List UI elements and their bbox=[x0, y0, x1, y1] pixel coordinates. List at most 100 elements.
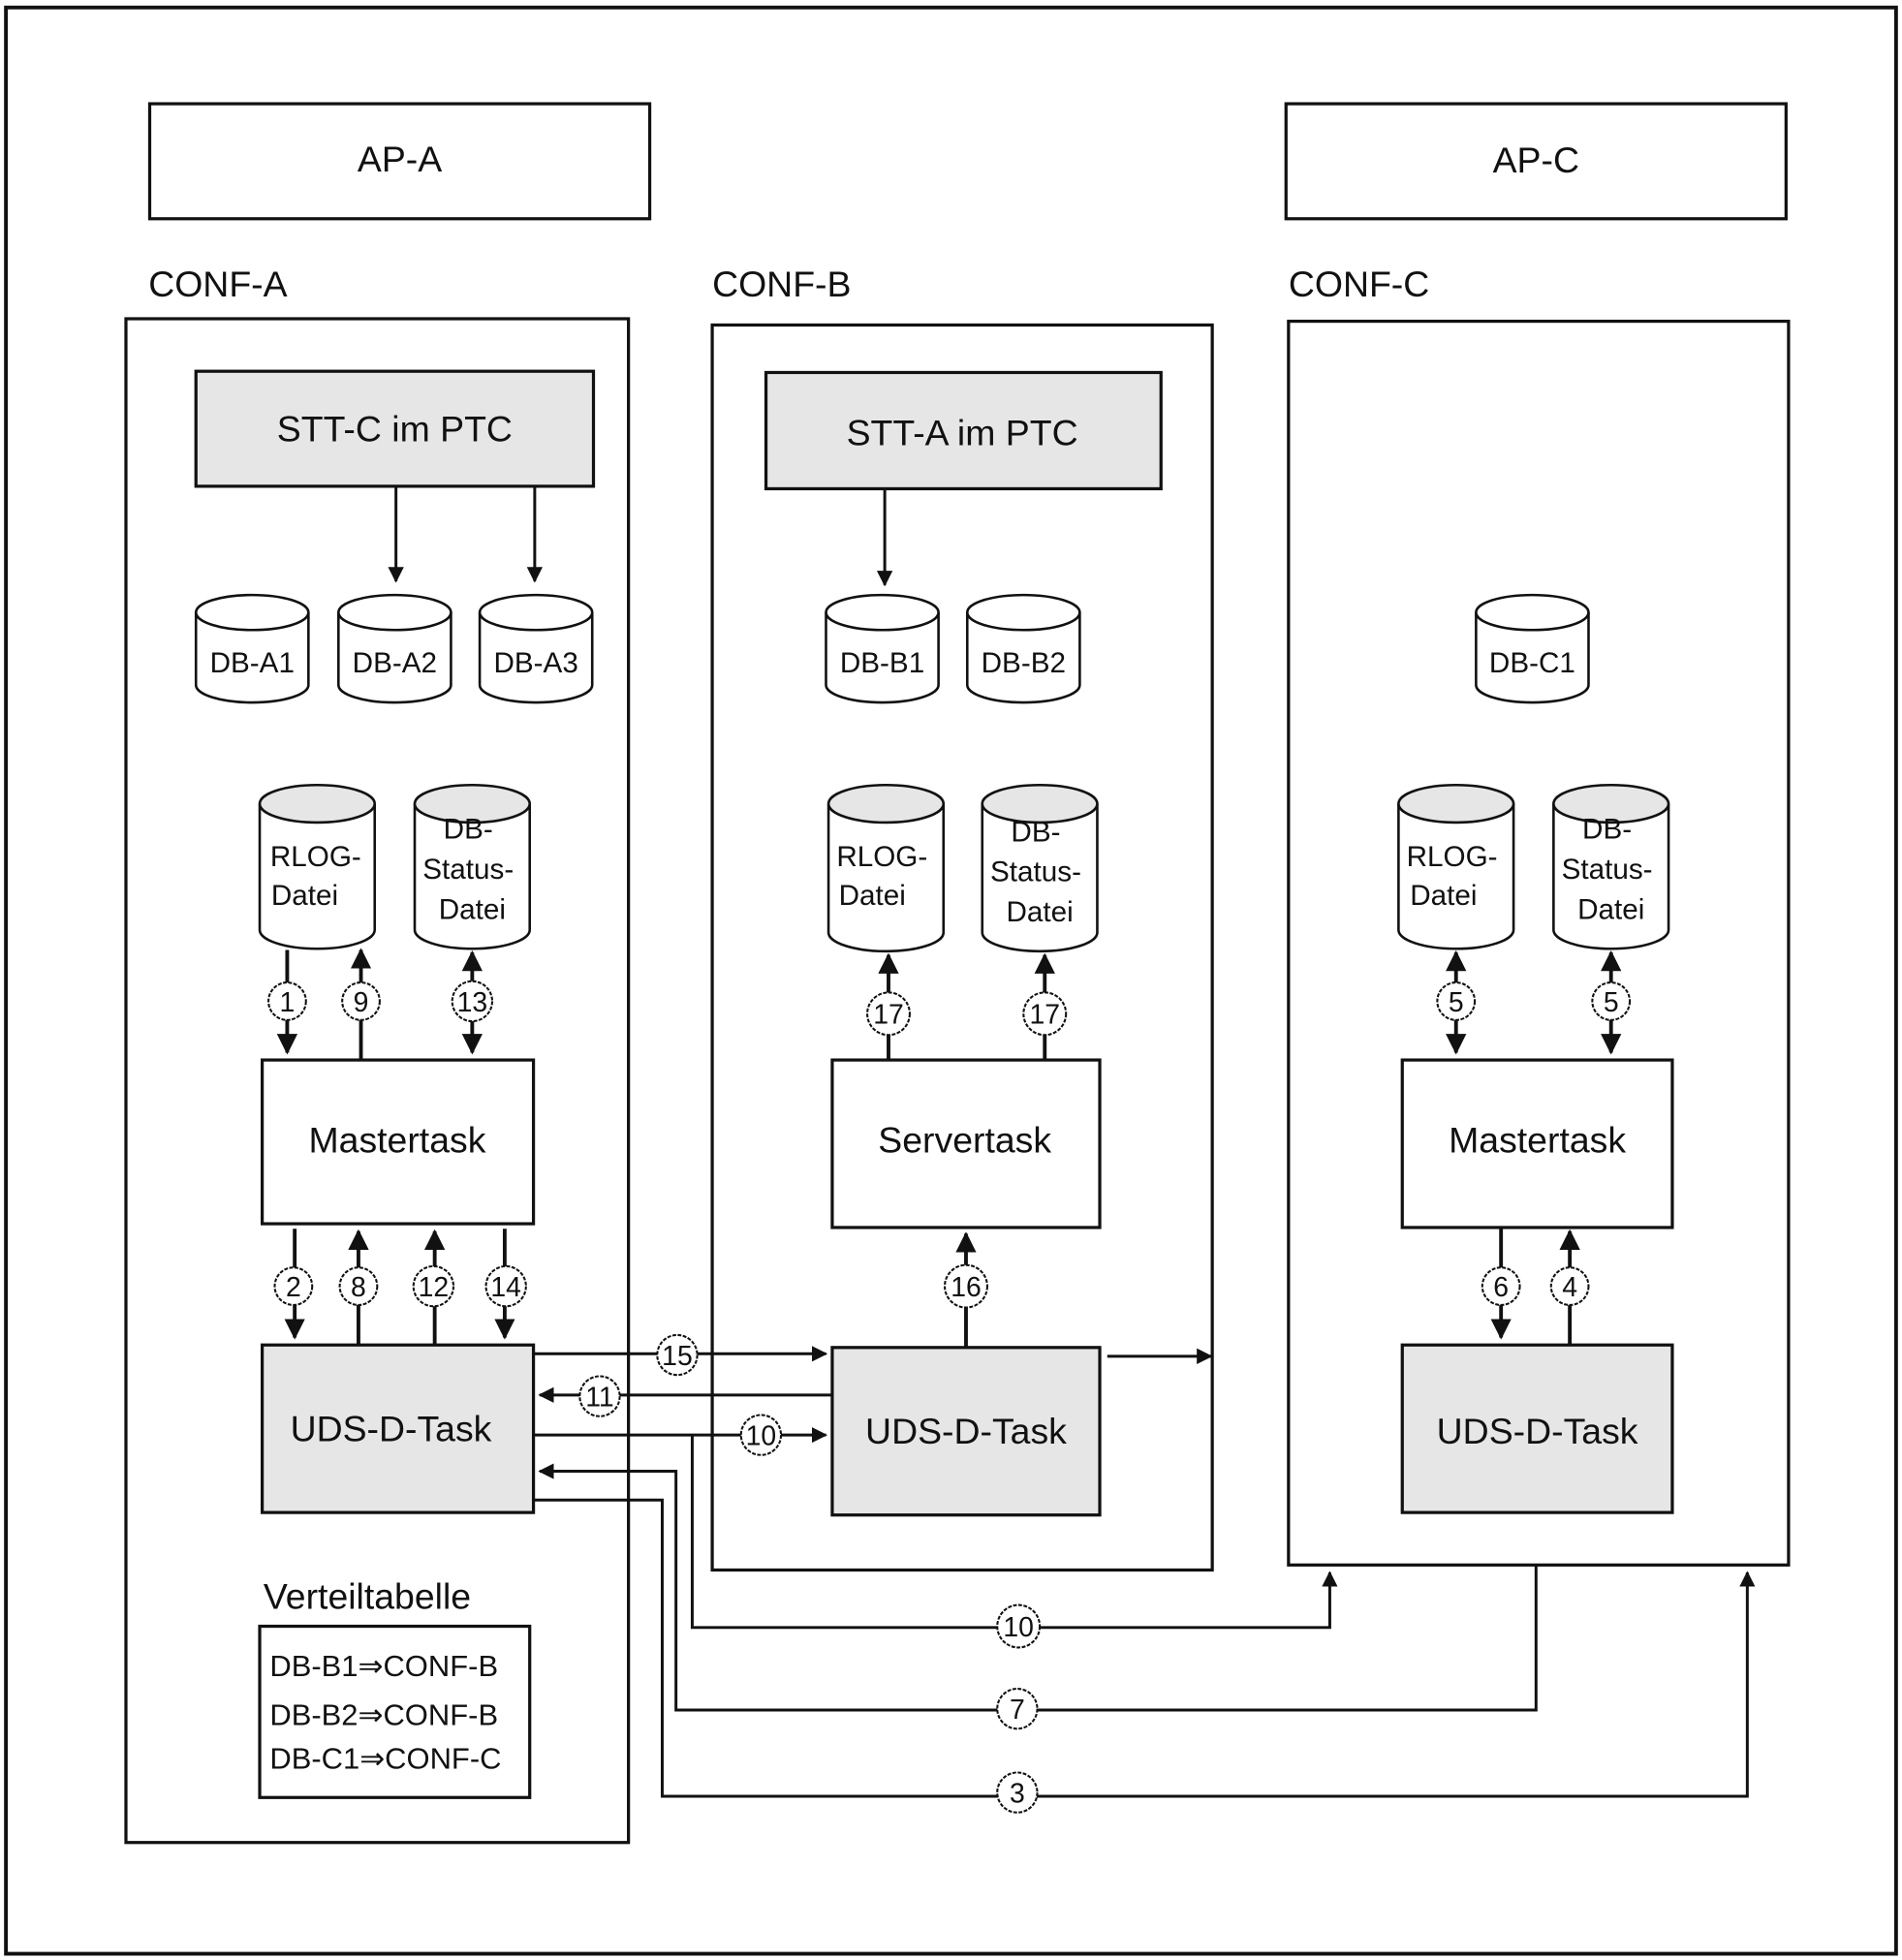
mastertask-a-label: Mastertask bbox=[308, 1120, 485, 1161]
step-number: 6 bbox=[1493, 1272, 1509, 1303]
ap-c-box: AP-C bbox=[1284, 102, 1788, 221]
stt-a-box: STT-A im PTC bbox=[764, 370, 1163, 491]
step-number: 3 bbox=[1010, 1778, 1025, 1809]
uds-d-task-b-label: UDS-D-Task bbox=[865, 1411, 1067, 1451]
status-file-c: DB- Status- Datei bbox=[1552, 783, 1670, 950]
distribution-row-3: DB-C1⇒CONF-C bbox=[269, 1742, 501, 1776]
step-circle bbox=[996, 1603, 1042, 1649]
step-number: 16 bbox=[951, 1272, 982, 1303]
db-c1-cylinder: DB-C1 bbox=[1475, 593, 1590, 704]
status-c-line2: Status- bbox=[1562, 854, 1653, 886]
svg-text:RLOG- Datei: RLOG- Datei bbox=[1407, 841, 1506, 912]
rlog-file-a: RLOG- Datei bbox=[258, 783, 377, 950]
status-a-line1: DB- bbox=[444, 814, 493, 846]
step-circle bbox=[656, 1333, 699, 1377]
conf-a-label: CONF-A bbox=[148, 264, 287, 304]
step-7-badge: 7 bbox=[996, 1687, 1039, 1730]
step-16-badge: 16 bbox=[944, 1263, 988, 1309]
conf-a-container bbox=[124, 317, 631, 1845]
step-circle bbox=[578, 1375, 621, 1417]
step-circle bbox=[944, 1263, 988, 1309]
step-circle bbox=[866, 991, 911, 1037]
step-number: 7 bbox=[1010, 1695, 1025, 1726]
db-a2-label: DB-A2 bbox=[353, 647, 437, 679]
step-17a-badge: 17 bbox=[866, 991, 911, 1037]
step-circle bbox=[484, 1264, 527, 1308]
svg-text:DB- Status- Datei: DB- Status- Datei bbox=[990, 816, 1089, 928]
step-circle bbox=[1549, 1266, 1590, 1306]
step-circle bbox=[1591, 981, 1632, 1021]
stt-c-label: STT-C im PTC bbox=[277, 408, 513, 449]
step-17b-badge: 17 bbox=[1022, 991, 1068, 1037]
svg-text:RLOG- Datei: RLOG- Datei bbox=[270, 841, 369, 912]
distribution-row-1: DB-B1⇒CONF-B bbox=[269, 1649, 498, 1683]
step-number: 13 bbox=[457, 987, 488, 1018]
status-b-line2: Status- bbox=[990, 856, 1081, 888]
uds-d-task-b-box: UDS-D-Task bbox=[830, 1346, 1102, 1517]
step-number: 8 bbox=[351, 1272, 366, 1303]
status-c-line1: DB- bbox=[1582, 814, 1632, 846]
step-circle bbox=[1436, 981, 1477, 1021]
distribution-table-title: Verteiltabelle bbox=[264, 1575, 471, 1616]
db-a2-cylinder: DB-A2 bbox=[337, 593, 452, 704]
db-c1-label: DB-C1 bbox=[1489, 647, 1575, 679]
step-9-badge: 9 bbox=[341, 981, 381, 1021]
step-circle bbox=[412, 1264, 455, 1308]
mastertask-c-label: Mastertask bbox=[1449, 1120, 1626, 1161]
rlog-file-b: RLOG- Datei bbox=[826, 783, 946, 953]
step-circle bbox=[273, 1266, 314, 1306]
step-circle bbox=[341, 981, 381, 1021]
step-number: 15 bbox=[662, 1341, 693, 1372]
mastertask-c-box: Mastertask bbox=[1400, 1058, 1674, 1229]
servertask-box: Servertask bbox=[830, 1058, 1102, 1229]
ap-c-label: AP-C bbox=[1493, 140, 1579, 180]
step-5a-badge: 5 bbox=[1436, 981, 1477, 1021]
conf-b-label: CONF-B bbox=[712, 264, 851, 304]
arrow-step-7 bbox=[538, 1463, 1538, 1712]
step-number: 10 bbox=[746, 1420, 777, 1451]
conf-c-container bbox=[1287, 319, 1791, 1567]
db-a3-label: DB-A3 bbox=[493, 647, 577, 679]
step-8-badge: 8 bbox=[338, 1266, 379, 1306]
status-c-line3: Datei bbox=[1577, 893, 1644, 925]
step-10a-badge: 10 bbox=[739, 1414, 783, 1456]
rlog-b-line2: Datei bbox=[839, 880, 906, 912]
db-a3-cylinder: DB-A3 bbox=[478, 593, 594, 704]
db-b1-label: DB-B1 bbox=[840, 647, 924, 679]
db-b1-cylinder: DB-B1 bbox=[825, 593, 940, 704]
step-number: 10 bbox=[1003, 1612, 1034, 1643]
step-circle bbox=[1022, 991, 1068, 1037]
step-6-badge: 6 bbox=[1481, 1266, 1521, 1306]
servertask-label: Servertask bbox=[878, 1120, 1051, 1161]
svg-text:RLOG- Datei: RLOG- Datei bbox=[836, 841, 935, 912]
uds-d-task-c-label: UDS-D-Task bbox=[1437, 1411, 1638, 1451]
ap-a-box: AP-A bbox=[147, 102, 652, 221]
rlog-file-c: RLOG- Datei bbox=[1397, 783, 1515, 950]
step-13-badge: 13 bbox=[451, 980, 494, 1023]
step-15-badge: 15 bbox=[656, 1333, 699, 1377]
stt-c-box: STT-C im PTC bbox=[194, 369, 596, 488]
step-5b-badge: 5 bbox=[1591, 981, 1632, 1021]
step-number: 11 bbox=[585, 1382, 613, 1413]
status-b-line1: DB- bbox=[1011, 816, 1060, 848]
step-1-badge: 1 bbox=[267, 981, 307, 1021]
conf-b-container bbox=[710, 323, 1214, 1572]
status-file-b: DB- Status- Datei bbox=[981, 783, 1099, 953]
rlog-c-line2: Datei bbox=[1410, 880, 1477, 912]
outer-frame bbox=[4, 5, 1898, 1956]
db-a1-label: DB-A1 bbox=[210, 647, 295, 679]
rlog-a-line1: RLOG- bbox=[270, 841, 361, 873]
rlog-b-line1: RLOG- bbox=[836, 841, 927, 873]
step-circle bbox=[996, 1687, 1039, 1730]
uds-d-task-a-label: UDS-D-Task bbox=[291, 1409, 492, 1449]
status-b-line3: Datei bbox=[1006, 896, 1073, 928]
step-3-badge: 3 bbox=[996, 1771, 1039, 1814]
step-11-badge: 11 bbox=[578, 1375, 621, 1417]
step-circle bbox=[451, 980, 494, 1023]
status-file-a: DB- Status- Datei bbox=[413, 783, 532, 950]
step-number: 17 bbox=[1029, 1000, 1060, 1031]
uds-d-task-c-box: UDS-D-Task bbox=[1400, 1343, 1674, 1514]
step-number: 5 bbox=[1604, 987, 1619, 1018]
step-14-badge: 14 bbox=[484, 1264, 527, 1308]
